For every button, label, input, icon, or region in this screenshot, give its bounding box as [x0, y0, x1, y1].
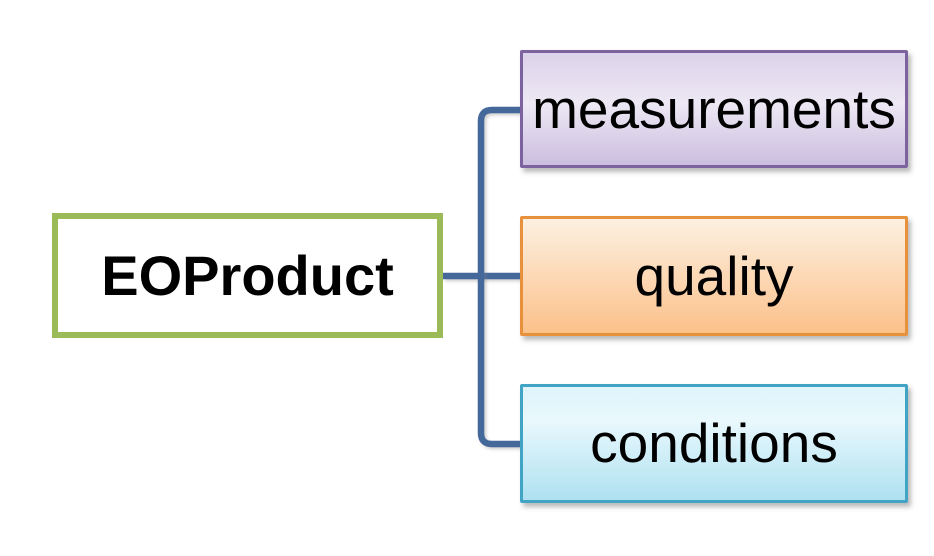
- node-measurements: measurements: [520, 50, 908, 168]
- node-measurements-label: measurements: [532, 77, 896, 140]
- node-quality: quality: [520, 216, 908, 336]
- node-conditions: conditions: [520, 384, 908, 503]
- node-conditions-label: conditions: [590, 412, 838, 474]
- connector-bracket-measurements-conditions: [477, 106, 520, 448]
- node-eoproduct: EOProduct: [52, 213, 443, 338]
- node-quality-label: quality: [634, 244, 794, 307]
- node-eoproduct-label: EOProduct: [101, 243, 394, 307]
